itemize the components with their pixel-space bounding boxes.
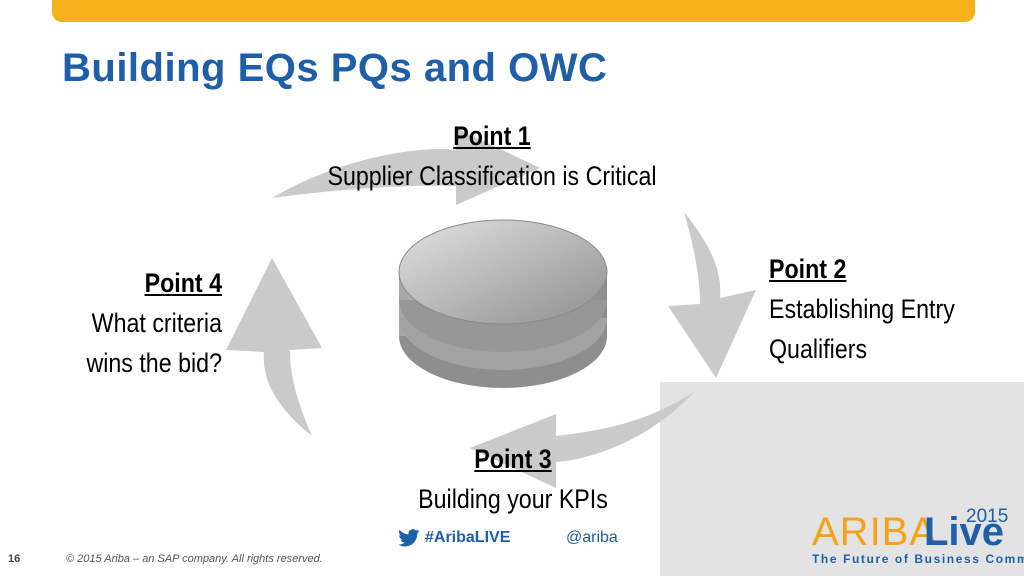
logo-ariba-text: ARIBA bbox=[812, 510, 938, 554]
point-2-text-line-2: Qualifiers bbox=[769, 334, 868, 364]
ariba-live-logo: ARIBA Live 2015 The Future of Business C… bbox=[812, 506, 1024, 576]
logo-year: 2015 bbox=[966, 506, 1009, 527]
corner-panel bbox=[660, 382, 1024, 576]
point-3: Point 3 Building your KPIs bbox=[401, 439, 625, 519]
point-3-text: Building your KPIs bbox=[418, 484, 608, 514]
arrow-top bbox=[272, 128, 540, 205]
twitter-handle[interactable]: @ariba bbox=[566, 529, 618, 546]
slide-title: Building EQs PQs and OWC bbox=[62, 46, 608, 90]
twitter-bird-icon bbox=[398, 529, 420, 547]
arrow-left bbox=[226, 258, 322, 436]
copyright-text: © 2015 Ariba – an SAP company. All right… bbox=[66, 553, 323, 565]
point-4-text-line-1: What criteria bbox=[91, 308, 222, 338]
logo-tagline: The Future of Business Commerce bbox=[812, 552, 1024, 566]
point-1: Point 1 Supplier Classification is Criti… bbox=[320, 116, 664, 196]
twitter-hashtag[interactable]: #AribaLIVE bbox=[398, 528, 510, 548]
point-3-heading: Point 3 bbox=[474, 444, 552, 474]
point-1-heading: Point 1 bbox=[453, 121, 531, 151]
point-1-text: Supplier Classification is Critical bbox=[327, 161, 657, 191]
arrow-right bbox=[668, 212, 756, 378]
hashtag-text: #AribaLIVE bbox=[425, 529, 511, 546]
center-disk-stack bbox=[398, 219, 608, 388]
point-2-text-line-1: Establishing Entry bbox=[769, 294, 955, 324]
point-2-heading: Point 2 bbox=[769, 254, 847, 284]
point-4-heading: Point 4 bbox=[144, 268, 222, 298]
point-4: Point 4 What criteria wins the bid? bbox=[50, 263, 222, 383]
arrow-bottom bbox=[470, 392, 694, 488]
top-accent-bar bbox=[52, 0, 975, 22]
point-4-text-line-2: wins the bid? bbox=[86, 348, 222, 378]
point-2: Point 2 Establishing Entry Qualifiers bbox=[769, 249, 993, 369]
slide-number: 16 bbox=[8, 553, 21, 565]
logo-live-text: Live bbox=[924, 510, 1005, 554]
